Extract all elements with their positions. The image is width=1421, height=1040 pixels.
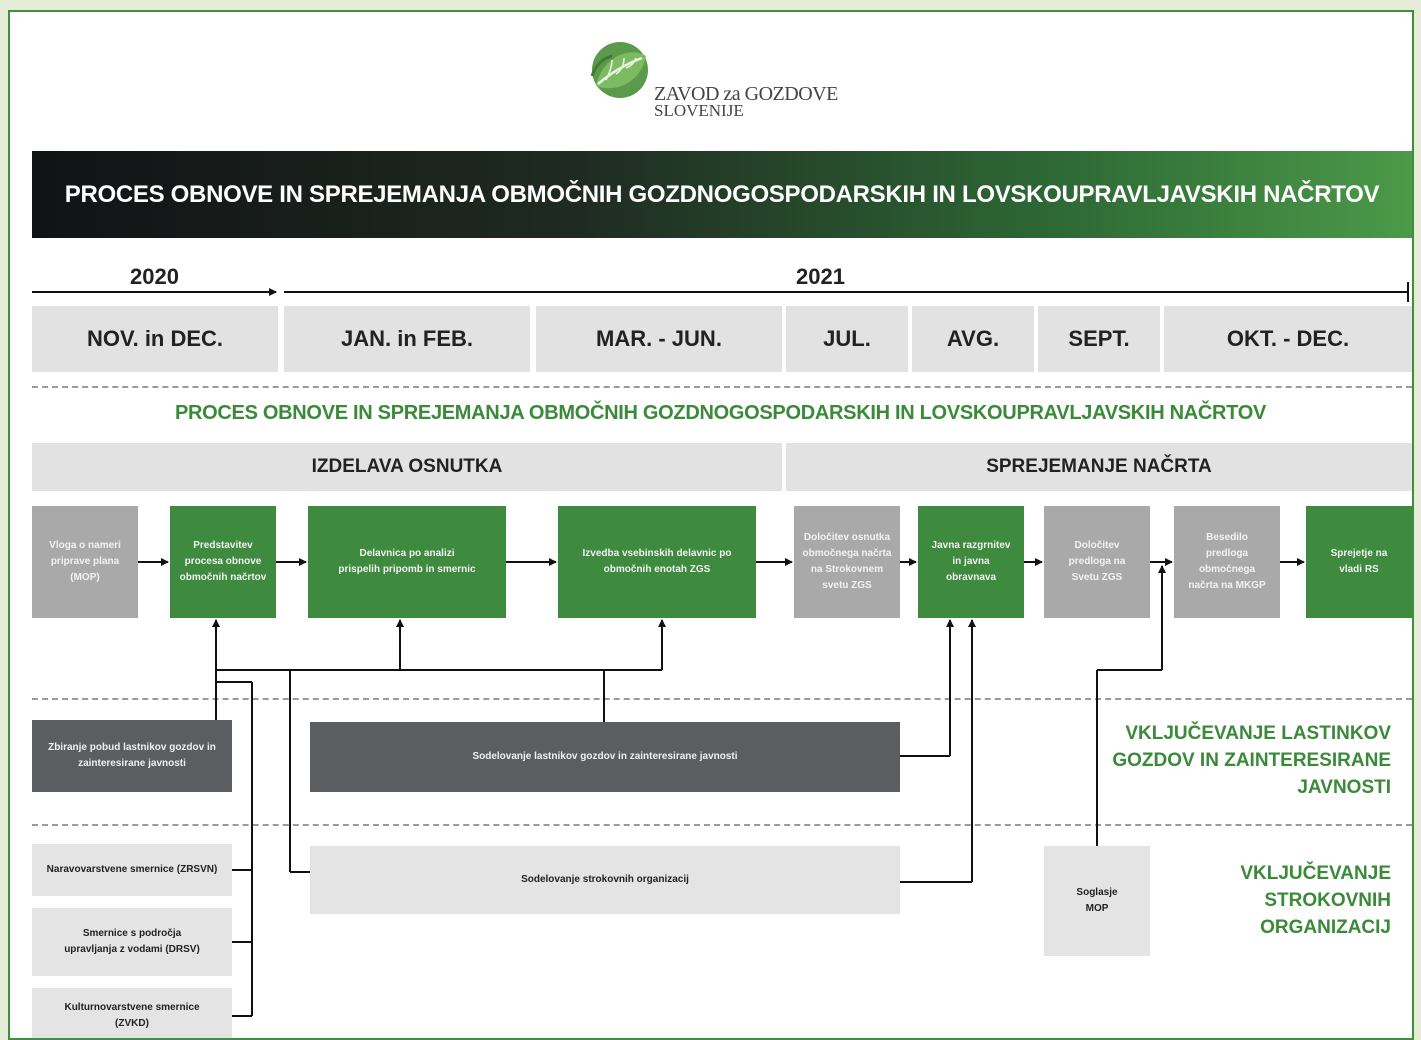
divider — [32, 386, 1412, 388]
orgs-label: VKLJUČEVANJE STROKOVNIH ORGANIZACIJ — [1240, 863, 1391, 938]
year-2021: 2021 — [796, 264, 845, 289]
connector-lines — [32, 282, 1409, 1017]
org-zrsvn-box: Naravovarstvene smernice (ZRSVN) — [32, 844, 232, 896]
month-mar-jun: MAR. - JUN. — [536, 306, 782, 372]
public-collect-box: Zbiranje pobud lastnikov gozdov in zaint… — [32, 720, 232, 792]
diagram-frame: ZAVOD za GOZDOVE SLOVENIJE PROCES OBNOVE… — [8, 10, 1414, 1040]
step-javna-razgrnitev: Javna razgrnitev in javna obravnava — [918, 506, 1024, 618]
month-nov-dec: NOV. in DEC. — [32, 306, 278, 372]
step-besedilo-predloga: Besedilo predloga območnega načrta na MK… — [1174, 506, 1280, 618]
logo-line2: SLOVENIJE — [654, 101, 744, 120]
step-vloga: Vloga o nameri priprave plana (MOP) — [32, 506, 138, 618]
step-izvedba: Izvedba vsebinskih delavnic po območnih … — [558, 506, 756, 618]
step-delavnica: Delavnica po analizi prispelih pripomb i… — [308, 506, 506, 618]
month-avg: AVG. — [912, 306, 1034, 372]
subtitle: PROCES OBNOVE IN SPREJEMANJA OBMOČNIH GO… — [174, 402, 1267, 424]
leaf-logo-icon — [590, 42, 648, 98]
banner-title: PROCES OBNOVE IN SPREJEMANJA OBMOČNIH GO… — [32, 151, 1412, 238]
public-cooperation-box: Sodelovanje lastnikov gozdov in zaintere… — [310, 722, 900, 792]
org-drsv-box: Smernice s področja upravljanja z vodami… — [32, 908, 232, 976]
phase-izdelava: IZDELAVA OSNUTKA — [32, 443, 782, 491]
month-jul: JUL. — [786, 306, 908, 372]
step-dolocitev-osnutka: Določitev osnutka območnega načrta na St… — [794, 506, 900, 618]
logo-line1: ZAVOD za GOZDOVE — [654, 83, 838, 105]
year-2020: 2020 — [130, 264, 179, 289]
step-sprejetje: Sprejetje na vladi RS — [1306, 506, 1412, 618]
mop-consent-box: Soglasje MOP — [1044, 846, 1150, 956]
divider — [32, 824, 1412, 826]
org-cooperation-box: Sodelovanje strokovnih organizacij — [310, 846, 900, 914]
month-jan-feb: JAN. in FEB. — [284, 306, 530, 372]
logo-text: ZAVOD za GOZDOVE SLOVENIJE — [654, 83, 838, 120]
month-sept: SEPT. — [1038, 306, 1160, 372]
phase-sprejemanje: SPREJEMANJE NAČRTA — [786, 443, 1412, 491]
month-okt-dec: OKT. - DEC. — [1164, 306, 1412, 372]
step-predstavitev: Predstavitev procesa obnove območnih nač… — [170, 506, 276, 618]
step-dolocitev-predloga: Določitev predloga na Svetu ZGS — [1044, 506, 1150, 618]
public-label: VKLJUČEVANJE LASTINKOV GOZDOV IN ZAINTER… — [1112, 723, 1391, 798]
divider — [32, 698, 1412, 700]
